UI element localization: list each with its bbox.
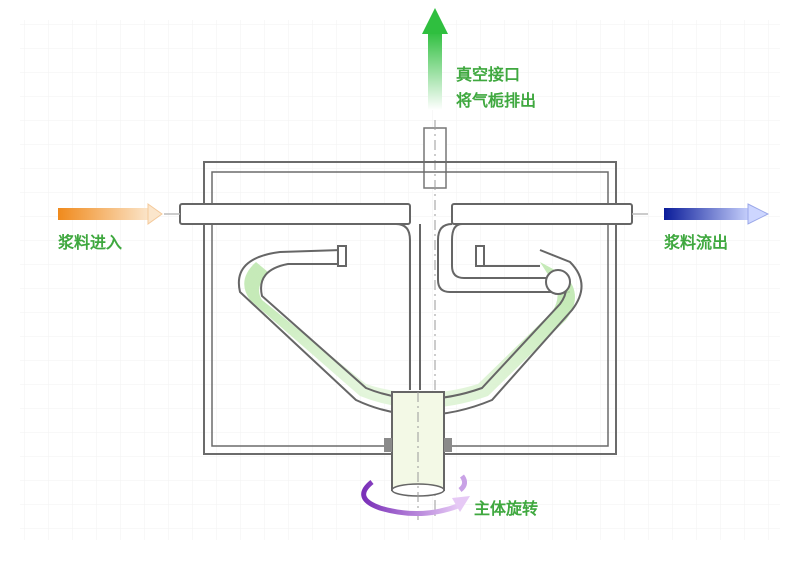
vacuum-arrow-icon — [422, 8, 448, 110]
outlet-label: 浆料流出 — [663, 233, 728, 252]
inlet-label: 浆料进入 — [57, 233, 122, 252]
slurry-liquid — [244, 262, 575, 408]
central-pipe — [395, 223, 570, 390]
inlet-arrow-icon — [58, 203, 163, 225]
feed-pipes — [164, 203, 648, 225]
vacuum-port — [423, 120, 447, 520]
outlet-arrow-icon — [664, 203, 770, 225]
rotation-label: 主体旋转 — [474, 499, 538, 518]
rotating-shaft — [384, 391, 452, 520]
vacuum-label-line2: 将气栀排出 — [456, 91, 536, 110]
rotation-arrow-icon — [361, 474, 470, 517]
vacuum-label-line1: 真空接口 — [456, 65, 520, 84]
